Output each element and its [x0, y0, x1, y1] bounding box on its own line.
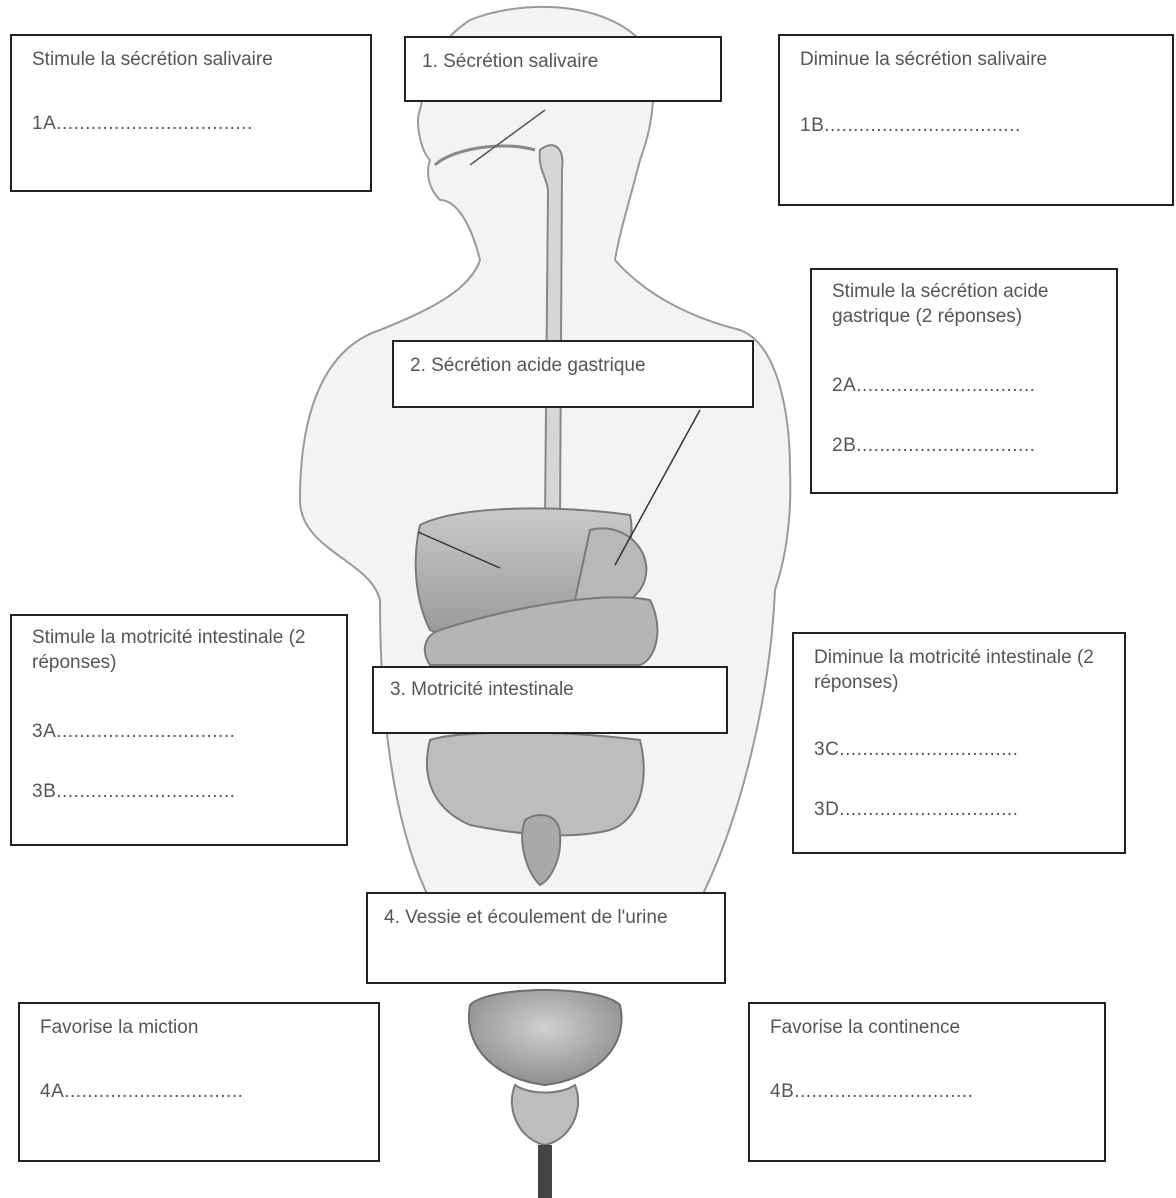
gastric-label-box: 2. Sécrétion acide gastrique [392, 340, 754, 408]
answer-3c[interactable]: 3C............................... [814, 738, 1018, 763]
answer-2b[interactable]: 2B............................... [832, 434, 1035, 459]
box-3cd-title: Diminue la motricité intestinale (2 répo… [814, 646, 1104, 695]
box-1a: Stimule la sécrétion salivaire 1A.......… [10, 34, 372, 192]
salivary-label-box: 1. Sécrétion salivaire [404, 36, 722, 102]
bladder-label-box: 4. Vessie et écoulement de l'urine [366, 892, 726, 984]
box-4a: Favorise la miction 4A..................… [18, 1002, 380, 1162]
bladder [469, 990, 622, 1085]
box-3ab-title: Stimule la motricité intestinale (2 répo… [32, 626, 322, 675]
box-1b-title: Diminue la sécrétion salivaire [800, 48, 1047, 73]
box-4b: Favorise la continence 4B...............… [748, 1002, 1106, 1162]
box-1b: Diminue la sécrétion salivaire 1B.......… [778, 34, 1174, 206]
prostate [512, 1085, 578, 1145]
box-4b-title: Favorise la continence [770, 1016, 960, 1041]
box-3ab: Stimule la motricité intestinale (2 répo… [10, 614, 348, 846]
box-1a-title: Stimule la sécrétion salivaire [32, 48, 273, 73]
box-2-title: Stimule la sécrétion acide gastrique (2 … [832, 280, 1102, 329]
box-2: Stimule la sécrétion acide gastrique (2 … [810, 268, 1118, 494]
salivary-label: 1. Sécrétion salivaire [422, 50, 598, 75]
intestinal-label-box: 3. Motricité intestinale [372, 666, 728, 734]
box-3cd: Diminue la motricité intestinale (2 répo… [792, 632, 1126, 854]
box-4a-title: Favorise la miction [40, 1016, 198, 1041]
answer-4a[interactable]: 4A............................... [40, 1080, 243, 1105]
gastric-label: 2. Sécrétion acide gastrique [410, 354, 646, 379]
answer-1b[interactable]: 1B.................................. [800, 114, 1021, 139]
answer-2a[interactable]: 2A............................... [832, 374, 1035, 399]
intestinal-label: 3. Motricité intestinale [390, 678, 574, 703]
answer-3a[interactable]: 3A............................... [32, 720, 235, 745]
answer-3b[interactable]: 3B............................... [32, 780, 235, 805]
answer-4b[interactable]: 4B............................... [770, 1080, 973, 1105]
answer-3d[interactable]: 3D............................... [814, 798, 1018, 823]
answer-1a[interactable]: 1A.................................. [32, 112, 253, 137]
urethra [538, 1145, 552, 1198]
bladder-label: 4. Vessie et écoulement de l'urine [384, 906, 704, 931]
